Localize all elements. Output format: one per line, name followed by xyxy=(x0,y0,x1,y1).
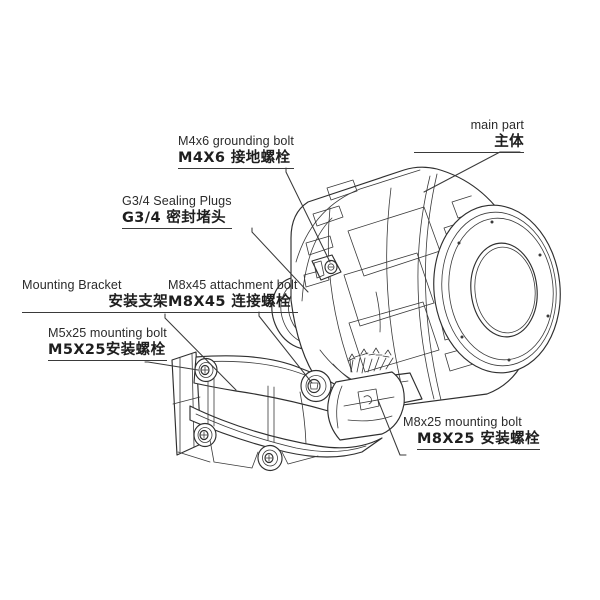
callout-mounting-bolt-m5-cn: M5X25安装螺栓 xyxy=(48,341,167,361)
callout-main-part-en: main part xyxy=(470,118,524,132)
callout-attachment-bolt-en: M8x45 attachment bolt xyxy=(168,278,298,292)
callout-mounting-bolt-m5: M5x25 mounting bolt M5X25安装螺栓 xyxy=(48,326,167,361)
callout-mounting-bracket-en: Mounting Bracket xyxy=(22,278,122,292)
callout-sealing-plugs-en: G3/4 Sealing Plugs xyxy=(122,194,232,208)
leader-grounding-bolt xyxy=(285,167,331,263)
callout-mounting-bolt-m5-en: M5x25 mounting bolt xyxy=(48,326,167,340)
callout-mounting-bracket-cn: 安装支架 xyxy=(22,293,168,313)
bracket-clamp-collar xyxy=(327,371,405,441)
camera-housing-body xyxy=(271,166,561,412)
callout-mounting-bracket: Mounting Bracket 安装支架 xyxy=(22,278,168,313)
callout-attachment-bolt-cn: M8X45 连接螺栓 xyxy=(168,293,298,313)
callout-grounding-bolt: M4x6 grounding bolt M4X6 接地螺栓 xyxy=(178,134,295,169)
callout-main-part: main part 主体 xyxy=(414,118,524,153)
callout-grounding-bolt-cn: M4X6 接地螺栓 xyxy=(178,149,295,169)
leader-sealing-plugs xyxy=(251,227,309,293)
callout-mounting-bolt-m8-cn: M8X25 安装螺栓 xyxy=(417,430,540,450)
cable-bundle xyxy=(347,347,394,374)
grounding-lug xyxy=(311,254,342,281)
callout-attachment-bolt: M8x45 attachment bolt M8X45 连接螺栓 xyxy=(168,278,298,313)
callout-mounting-bolt-m8: M8x25 mounting bolt M8X25 安装螺栓 xyxy=(403,415,540,450)
callout-mounting-bolt-m8-en: M8x25 mounting bolt xyxy=(403,415,522,429)
mounting-bracket xyxy=(171,351,405,472)
callout-main-part-cn: 主体 xyxy=(414,133,524,153)
leader-attachment-bolt xyxy=(258,311,313,384)
callout-sealing-plugs: G3/4 Sealing Plugs 安装支架 G3/4 密封堵头 xyxy=(122,194,232,229)
bolt-bracket-foot xyxy=(257,444,283,472)
leader-mounting-bolt-m5 xyxy=(144,361,199,371)
bolt-m5x25-lower xyxy=(193,422,217,448)
leader-mounting-bracket xyxy=(164,313,237,391)
callout-sealing-plugs-cn2: G3/4 密封堵头 xyxy=(122,209,232,229)
front-lens-bezel xyxy=(433,204,561,374)
leader-mounting-bolt-m8 xyxy=(377,399,407,456)
callout-grounding-bolt-en: M4x6 grounding bolt xyxy=(178,134,295,148)
